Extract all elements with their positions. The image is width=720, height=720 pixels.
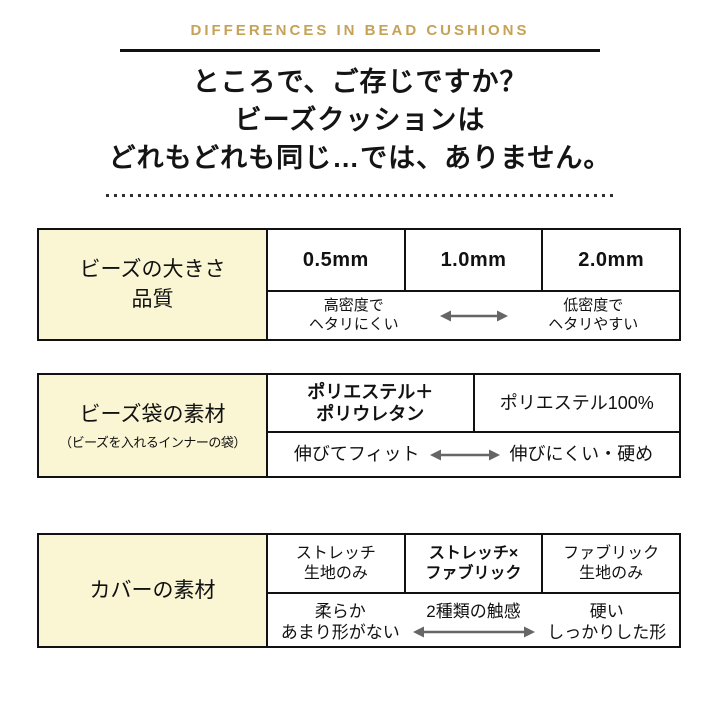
- bead-size-col-3: 2.0mm: [578, 248, 645, 271]
- row-label-bead-size: ビーズの大きさ 品質: [39, 230, 268, 339]
- scale-left-label: 高密度で ヘタリにくい: [308, 296, 399, 333]
- scale-center-block: 2種類の触感: [412, 601, 535, 639]
- page-title: ところで、ご存じですか？ ビーズクッションは どれもどれも同じ…では、ありません…: [108, 67, 612, 173]
- cover-col-3: ファブリック 生地のみ: [563, 544, 660, 582]
- row-label-text: カバーの素材: [89, 578, 216, 602]
- inner-bag-col-2: ポリエステル100%: [499, 392, 654, 413]
- dotted-divider: [106, 194, 615, 197]
- scale-right-label: 硬い しっかりした形: [547, 602, 667, 643]
- scale-right-label: 低密度で ヘタリやすい: [548, 296, 639, 333]
- scale-left-label: 伸びてフィット: [293, 444, 420, 465]
- table-inner-bag-body: ポリエステル＋ ポリウレタン ポリエステル100% 伸びてフィット 伸びにくい・…: [268, 375, 679, 476]
- header-rule: [120, 49, 600, 52]
- scale-right-label: 伸びにくい・硬め: [509, 444, 654, 465]
- scale-center-label: 2種類の触感: [426, 602, 521, 621]
- row-label-text: ビーズ袋の素材: [79, 403, 226, 427]
- bead-size-col-1: 0.5mm: [268, 230, 406, 290]
- bead-size-values-row: 0.5mm 1.0mm 2.0mm: [268, 230, 679, 292]
- row-label-text: ビーズの大きさ 品質: [79, 258, 226, 311]
- inner-bag-col-1: ポリエステル＋ ポリウレタン: [268, 375, 475, 431]
- eyebrow-heading: DIFFERENCES IN BEAD CUSHIONS: [190, 22, 530, 39]
- bead-size-scale-row: 高密度で ヘタリにくい 低密度で ヘタリやすい: [268, 292, 679, 339]
- table-inner-bag: ビーズ袋の素材 （ビーズを入れるインナーの袋） ポリエステル＋ ポリウレタン ポ…: [37, 373, 681, 478]
- cover-col-1: ストレッチ 生地のみ: [268, 535, 406, 592]
- row-label-subtext: （ビーズを入れるインナーの袋）: [59, 434, 246, 450]
- double-arrow-icon: [429, 449, 500, 460]
- cover-values-row: ストレッチ 生地のみ ストレッチ× ファブリック ファブリック 生地のみ: [268, 535, 679, 594]
- inner-bag-scale-row: 伸びてフィット 伸びにくい・硬め: [268, 433, 679, 476]
- table-cover: カバーの素材 ストレッチ 生地のみ ストレッチ× ファブリック ファブリック 生…: [37, 533, 681, 648]
- table-cover-body: ストレッチ 生地のみ ストレッチ× ファブリック ファブリック 生地のみ 柔らか…: [268, 535, 679, 646]
- bead-size-col-2: 1.0mm: [406, 230, 544, 290]
- double-arrow-icon: [412, 626, 535, 638]
- scale-left-label: 柔らか あまり形がない: [280, 602, 400, 643]
- inner-bag-values-row: ポリエステル＋ ポリウレタン ポリエステル100%: [268, 375, 679, 433]
- table-bead-size-body: 0.5mm 1.0mm 2.0mm 高密度で ヘタリにくい 低密度で ヘタリやす…: [268, 230, 679, 339]
- row-label-cover: カバーの素材: [39, 535, 268, 646]
- double-arrow-icon: [439, 310, 508, 321]
- row-label-inner-bag: ビーズ袋の素材 （ビーズを入れるインナーの袋）: [39, 375, 268, 476]
- cover-col-2: ストレッチ× ファブリック: [406, 535, 544, 592]
- table-bead-size: ビーズの大きさ 品質 0.5mm 1.0mm 2.0mm 高密度で ヘタリにくい…: [37, 228, 681, 341]
- cover-scale-row: 柔らか あまり形がない 2種類の触感 硬い しっかりした形: [268, 594, 679, 646]
